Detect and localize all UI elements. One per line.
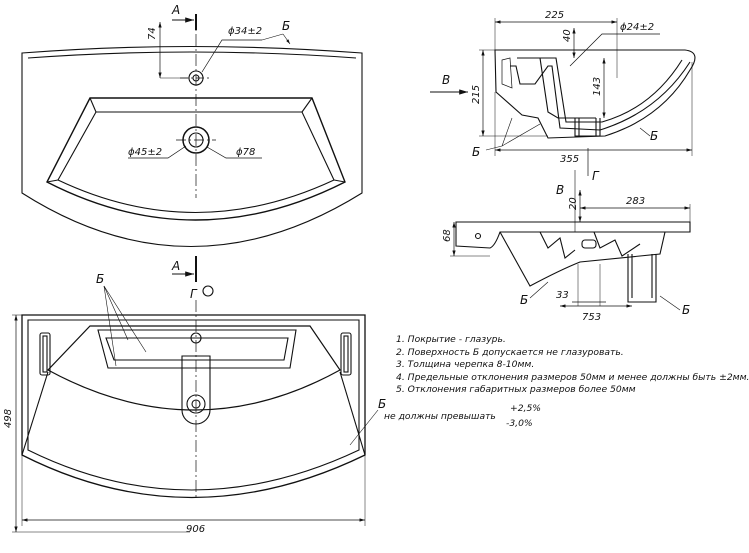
note-2: 2. Поверхность Б допускается не глазуров… [396, 346, 624, 358]
drain-hole [188, 132, 204, 148]
side-view-g: Г [592, 169, 600, 183]
front-outline [21, 314, 366, 499]
top-view [21, 14, 363, 248]
dim-355: 355 [560, 154, 579, 165]
dim-225: 225 [545, 10, 564, 21]
overflow-slot-right [340, 332, 352, 376]
drain-outer-dim: ϕ78 [236, 147, 255, 158]
side-rim [455, 221, 691, 249]
basin-top-outline [21, 45, 363, 248]
section-label-top: А [171, 3, 180, 17]
dim-68: 68 [442, 229, 453, 242]
section-inner-wall [517, 57, 683, 123]
surface-b-front-right: Б [378, 397, 386, 411]
note-5-cont: не должны превышать [384, 410, 496, 422]
dim-498: 498 [3, 409, 14, 428]
section-label-front: А [171, 259, 180, 273]
front-drain-pipe [181, 355, 211, 425]
note-5: 5. Отклонения габаритных размеров более … [396, 384, 636, 396]
dim-143: 143 [592, 77, 603, 96]
section-hole-dim: ϕ24±2 [620, 22, 654, 33]
front-view [12, 256, 379, 533]
dim-40: 40 [562, 29, 573, 42]
surface-b-section-right: Б [650, 129, 658, 143]
dim-20: 20 [568, 197, 579, 210]
note-1: 1. Покрытие - глазурь. [396, 334, 506, 345]
surface-b-top: Б [282, 19, 290, 33]
surface-b-section-left: Б [472, 145, 480, 159]
surface-b-side-left: Б [520, 293, 528, 307]
drain-outer-ring [182, 126, 210, 154]
faucet-hole-dim: ϕ34±2 [228, 26, 262, 37]
technical-drawing: А 74 ϕ34±2 Б ϕ45±2 ϕ78 225 40 ϕ24±2 143 … [3, 3, 696, 535]
dim-215: 215 [471, 85, 482, 104]
note-4: 4. Предельные отклонения размеров 50мм и… [396, 371, 749, 383]
technical-notes: 1. Покрытие - глазурь. 2. Поверхность Б … [384, 334, 749, 424]
view-b-label: В [442, 73, 450, 87]
section-drain-pipe [574, 118, 601, 137]
dim-753: 753 [582, 312, 601, 323]
basin-bowl-inner [57, 111, 335, 214]
dim-283: 283 [626, 196, 645, 207]
note-3: 3. Толщина черепка 8-10мм. [396, 359, 535, 371]
surface-b-front-top: Б [96, 272, 104, 286]
overflow-slot-left [39, 332, 51, 376]
dim-74: 74 [147, 27, 158, 40]
section-view [430, 18, 696, 176]
side-view-b: В [556, 183, 564, 197]
dim-906: 906 [186, 524, 205, 535]
side-drain [627, 254, 657, 303]
side-body [499, 231, 666, 287]
basin-top-rim [27, 51, 357, 59]
surface-b-side-right: Б [682, 303, 690, 317]
tolerance-minus: -3,0% [506, 418, 533, 429]
dim-33: 33 [556, 290, 569, 301]
drain-hole-dim: ϕ45±2 [128, 147, 162, 158]
front-view-g: Г [190, 287, 198, 301]
side-view [450, 170, 691, 311]
basin-bowl-outline [46, 97, 346, 221]
tolerance-plus: +2,5% [510, 403, 542, 414]
